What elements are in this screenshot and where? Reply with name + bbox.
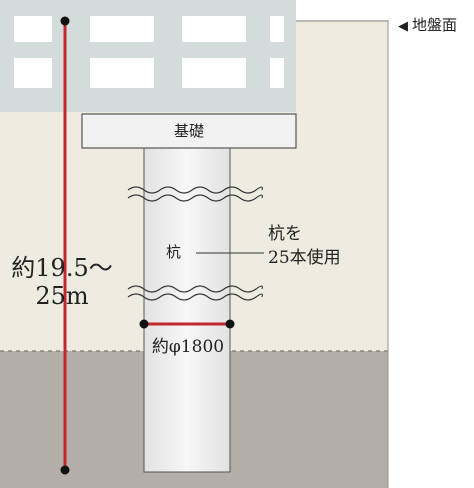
- pile-count-note-line1: 杭を: [268, 224, 302, 244]
- pile-break-lower-a: [127, 285, 263, 293]
- building-window-1: [14, 16, 52, 42]
- pile-depth-line1: 約19.5〜: [11, 254, 113, 282]
- building-window-7: [182, 58, 246, 88]
- left-triangle-icon: ◀: [398, 19, 408, 34]
- pile-break-upper-a: [127, 186, 263, 194]
- depth-dot-top: [60, 16, 70, 26]
- diameter-dot-right: [225, 319, 235, 329]
- pile-count-note: 杭を 25本使用: [268, 222, 341, 270]
- building-window-6: [90, 58, 154, 88]
- building-window-8: [270, 58, 284, 88]
- depth-dot-bottom: [60, 465, 70, 475]
- pile-diameter-label: 約φ1800: [151, 337, 225, 357]
- building-window-2: [90, 16, 154, 42]
- pile-label: 杭: [166, 243, 182, 261]
- pile-count-note-line2: 25本使用: [268, 248, 341, 268]
- pile-depth-label: 約19.5〜 25m: [6, 254, 118, 310]
- pile-break-lower-b: [127, 293, 263, 301]
- diameter-dot-left: [139, 319, 149, 329]
- building-window-3: [182, 16, 246, 42]
- foundation-footing: [81, 113, 297, 149]
- foundation-label: 基礎: [173, 122, 204, 140]
- building-window-5: [14, 58, 52, 88]
- ground-level-text: 地盤面: [412, 16, 458, 34]
- ground-level-label: ◀ 地盤面: [398, 14, 457, 35]
- pile-depth-line2: 25m: [35, 282, 89, 310]
- pile-shaft: [143, 145, 231, 473]
- pile-break-upper-b: [127, 194, 263, 202]
- building-window-4: [270, 16, 284, 42]
